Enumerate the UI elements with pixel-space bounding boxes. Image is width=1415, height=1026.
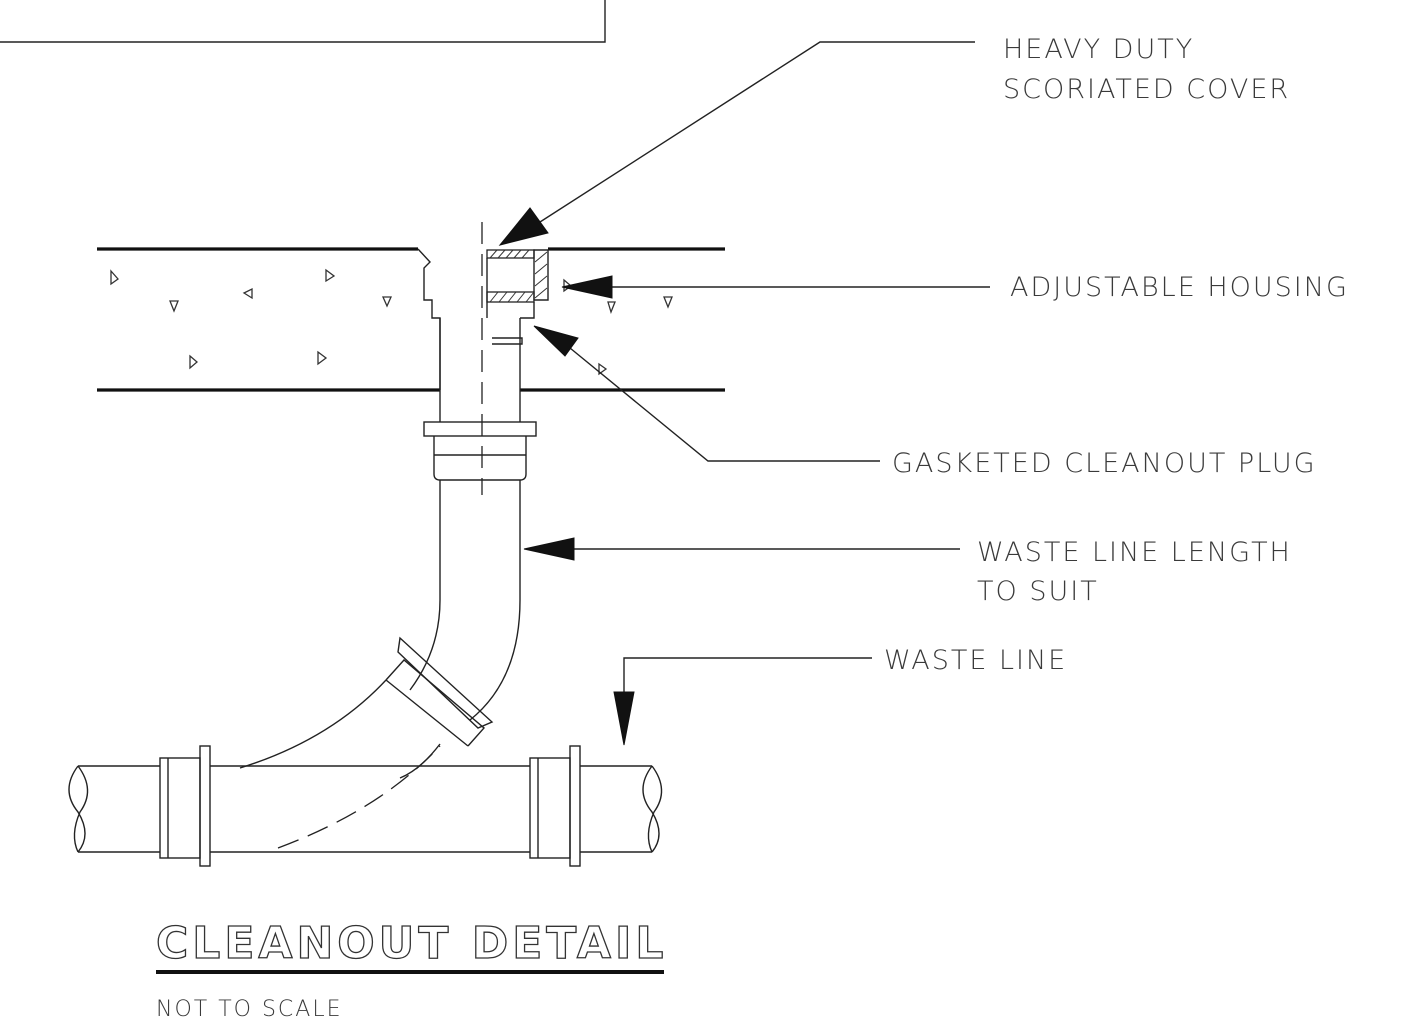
drawing-title: CLEANOUT DETAIL [156,918,667,969]
label-cover-line2: SCORIATED COVER [1003,74,1290,105]
aggregate-marks [110,268,673,376]
drawing-subtitle: NOT TO SCALE [156,997,343,1022]
label-housing: ADJUSTABLE HOUSING [1010,272,1349,303]
leader-housing [561,275,990,299]
leader-cover [498,41,975,246]
waste-line-pipe [68,745,663,867]
cleanout-housing [439,249,549,422]
callout-length: WASTE LINE LENGTH TO SUIT [977,537,1292,607]
concrete-slab [97,247,725,392]
elbow-pipe [239,480,521,779]
label-length-line1: WASTE LINE LENGTH [977,537,1292,568]
leader-plug [533,325,880,462]
label-plug: GASKETED CLEANOUT PLUG [892,448,1317,479]
riser-coupling [423,421,537,481]
callout-cover: HEAVY DUTY SCORIATED COVER [1003,34,1290,105]
title-block-border [0,0,606,43]
label-cover-line1: HEAVY DUTY [1003,34,1194,65]
label-length-line2: TO SUIT [977,576,1099,607]
leader-waste-line [613,657,872,746]
label-waste-line: WASTE LINE [884,645,1067,676]
leader-length [523,537,960,561]
